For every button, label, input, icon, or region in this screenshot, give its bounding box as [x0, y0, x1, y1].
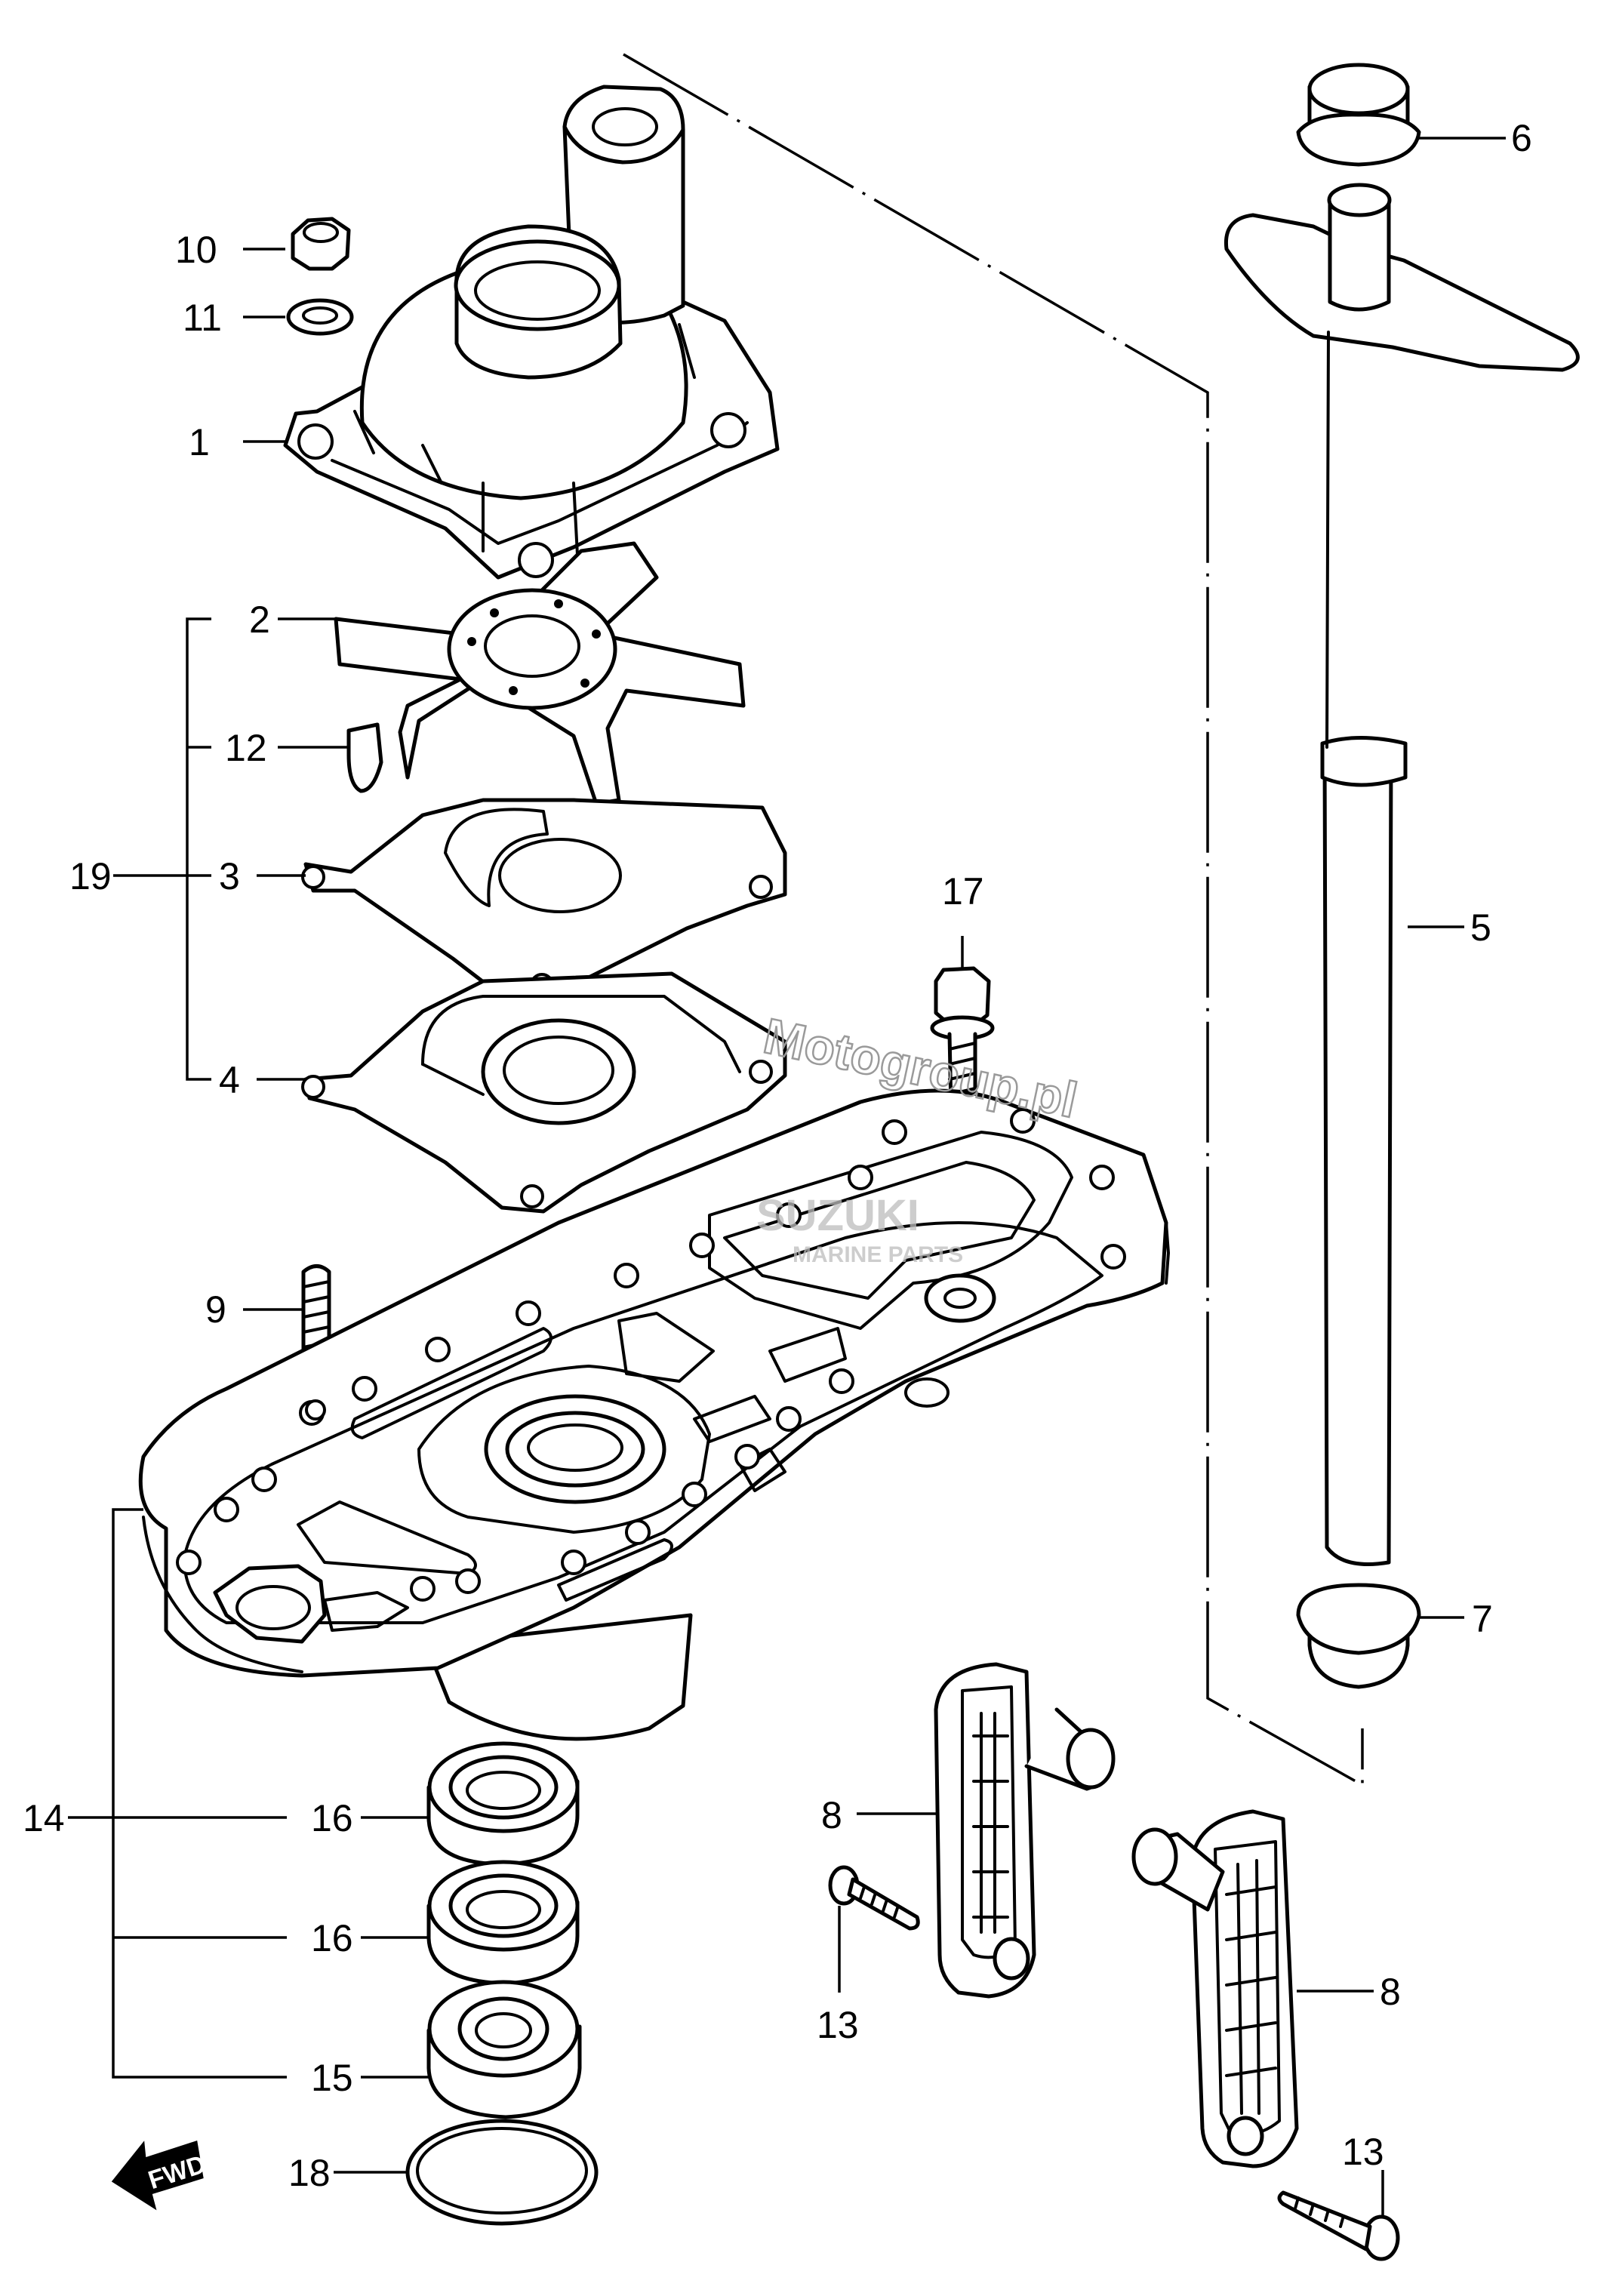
label-5: 5: [1470, 906, 1491, 949]
shaft-reference-line: [623, 53, 1364, 1787]
label-3: 3: [219, 855, 240, 897]
washer: [286, 298, 354, 336]
nut: [291, 217, 351, 271]
water-tube: [1223, 183, 1580, 1566]
impeller: [334, 541, 746, 806]
label-17: 17: [942, 870, 984, 913]
gasket-lower: [301, 971, 787, 1214]
label-16-upper: 16: [311, 1797, 353, 1839]
leader-lines: [68, 137, 1506, 2174]
label-12: 12: [225, 727, 267, 769]
label-1: 1: [189, 421, 210, 463]
cover-plate-left: [934, 1662, 1116, 1999]
grommet-upper: [1296, 63, 1421, 167]
impeller-key: [346, 722, 383, 793]
label-8-right: 8: [1380, 1971, 1401, 2013]
watermark-brand-text: SUZUKI: [756, 1191, 919, 1240]
oil-seal-lower: [426, 1980, 582, 2119]
grommet-lower: [1296, 1583, 1421, 1689]
label-14: 14: [23, 1797, 65, 1839]
label-13-left: 13: [817, 2004, 859, 2046]
part-labels: 10 11 1 2 12 19 3 4 6 5 7 17 9 8 8 13 13…: [23, 117, 1532, 2194]
screw-right: [1277, 2170, 1400, 2261]
label-7: 7: [1472, 1598, 1493, 1640]
label-4: 4: [219, 1059, 240, 1101]
o-ring: [405, 2119, 599, 2226]
pump-case: [283, 85, 780, 580]
watermark-brand: SUZUKI MARINE PARTS: [756, 1191, 963, 1267]
label-15: 15: [311, 2057, 353, 2099]
cover-plate-right: [1131, 1809, 1299, 2168]
label-13-right: 13: [1342, 2131, 1384, 2173]
label-8-left: 8: [821, 1794, 842, 1836]
oil-seal-upper: [426, 1741, 580, 1867]
fwd-arrow: FWD: [111, 2141, 209, 2211]
label-11: 11: [183, 297, 222, 339]
watermark-sub-text: MARINE PARTS: [793, 1242, 963, 1267]
oil-seal-middle: [426, 1860, 580, 1986]
screw-left: [828, 1865, 920, 1993]
label-19: 19: [69, 855, 112, 897]
label-16-lower: 16: [311, 1917, 353, 1959]
under-panel: [138, 1088, 1170, 1741]
label-10: 10: [175, 229, 217, 271]
label-9: 9: [205, 1288, 226, 1331]
label-18: 18: [288, 2152, 331, 2194]
label-6: 6: [1511, 117, 1532, 159]
label-2: 2: [249, 599, 270, 641]
gasket-upper: [301, 798, 787, 1006]
